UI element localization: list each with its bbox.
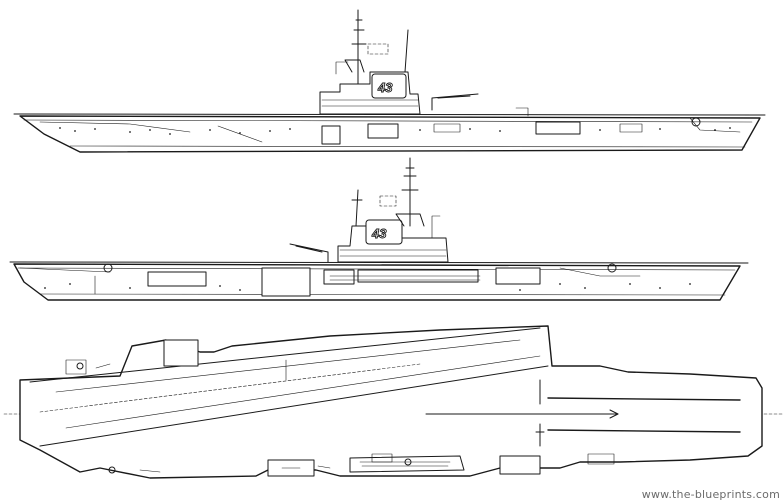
side-profile-port: 43: [9, 157, 749, 301]
side-profile-starboard: 43: [13, 9, 766, 153]
plan-view-flight-deck: [3, 325, 783, 479]
hull-number-middle: 43: [371, 226, 387, 241]
hull-number-top: 43: [377, 80, 393, 95]
watermark: www.the-blueprints.com: [641, 488, 780, 501]
